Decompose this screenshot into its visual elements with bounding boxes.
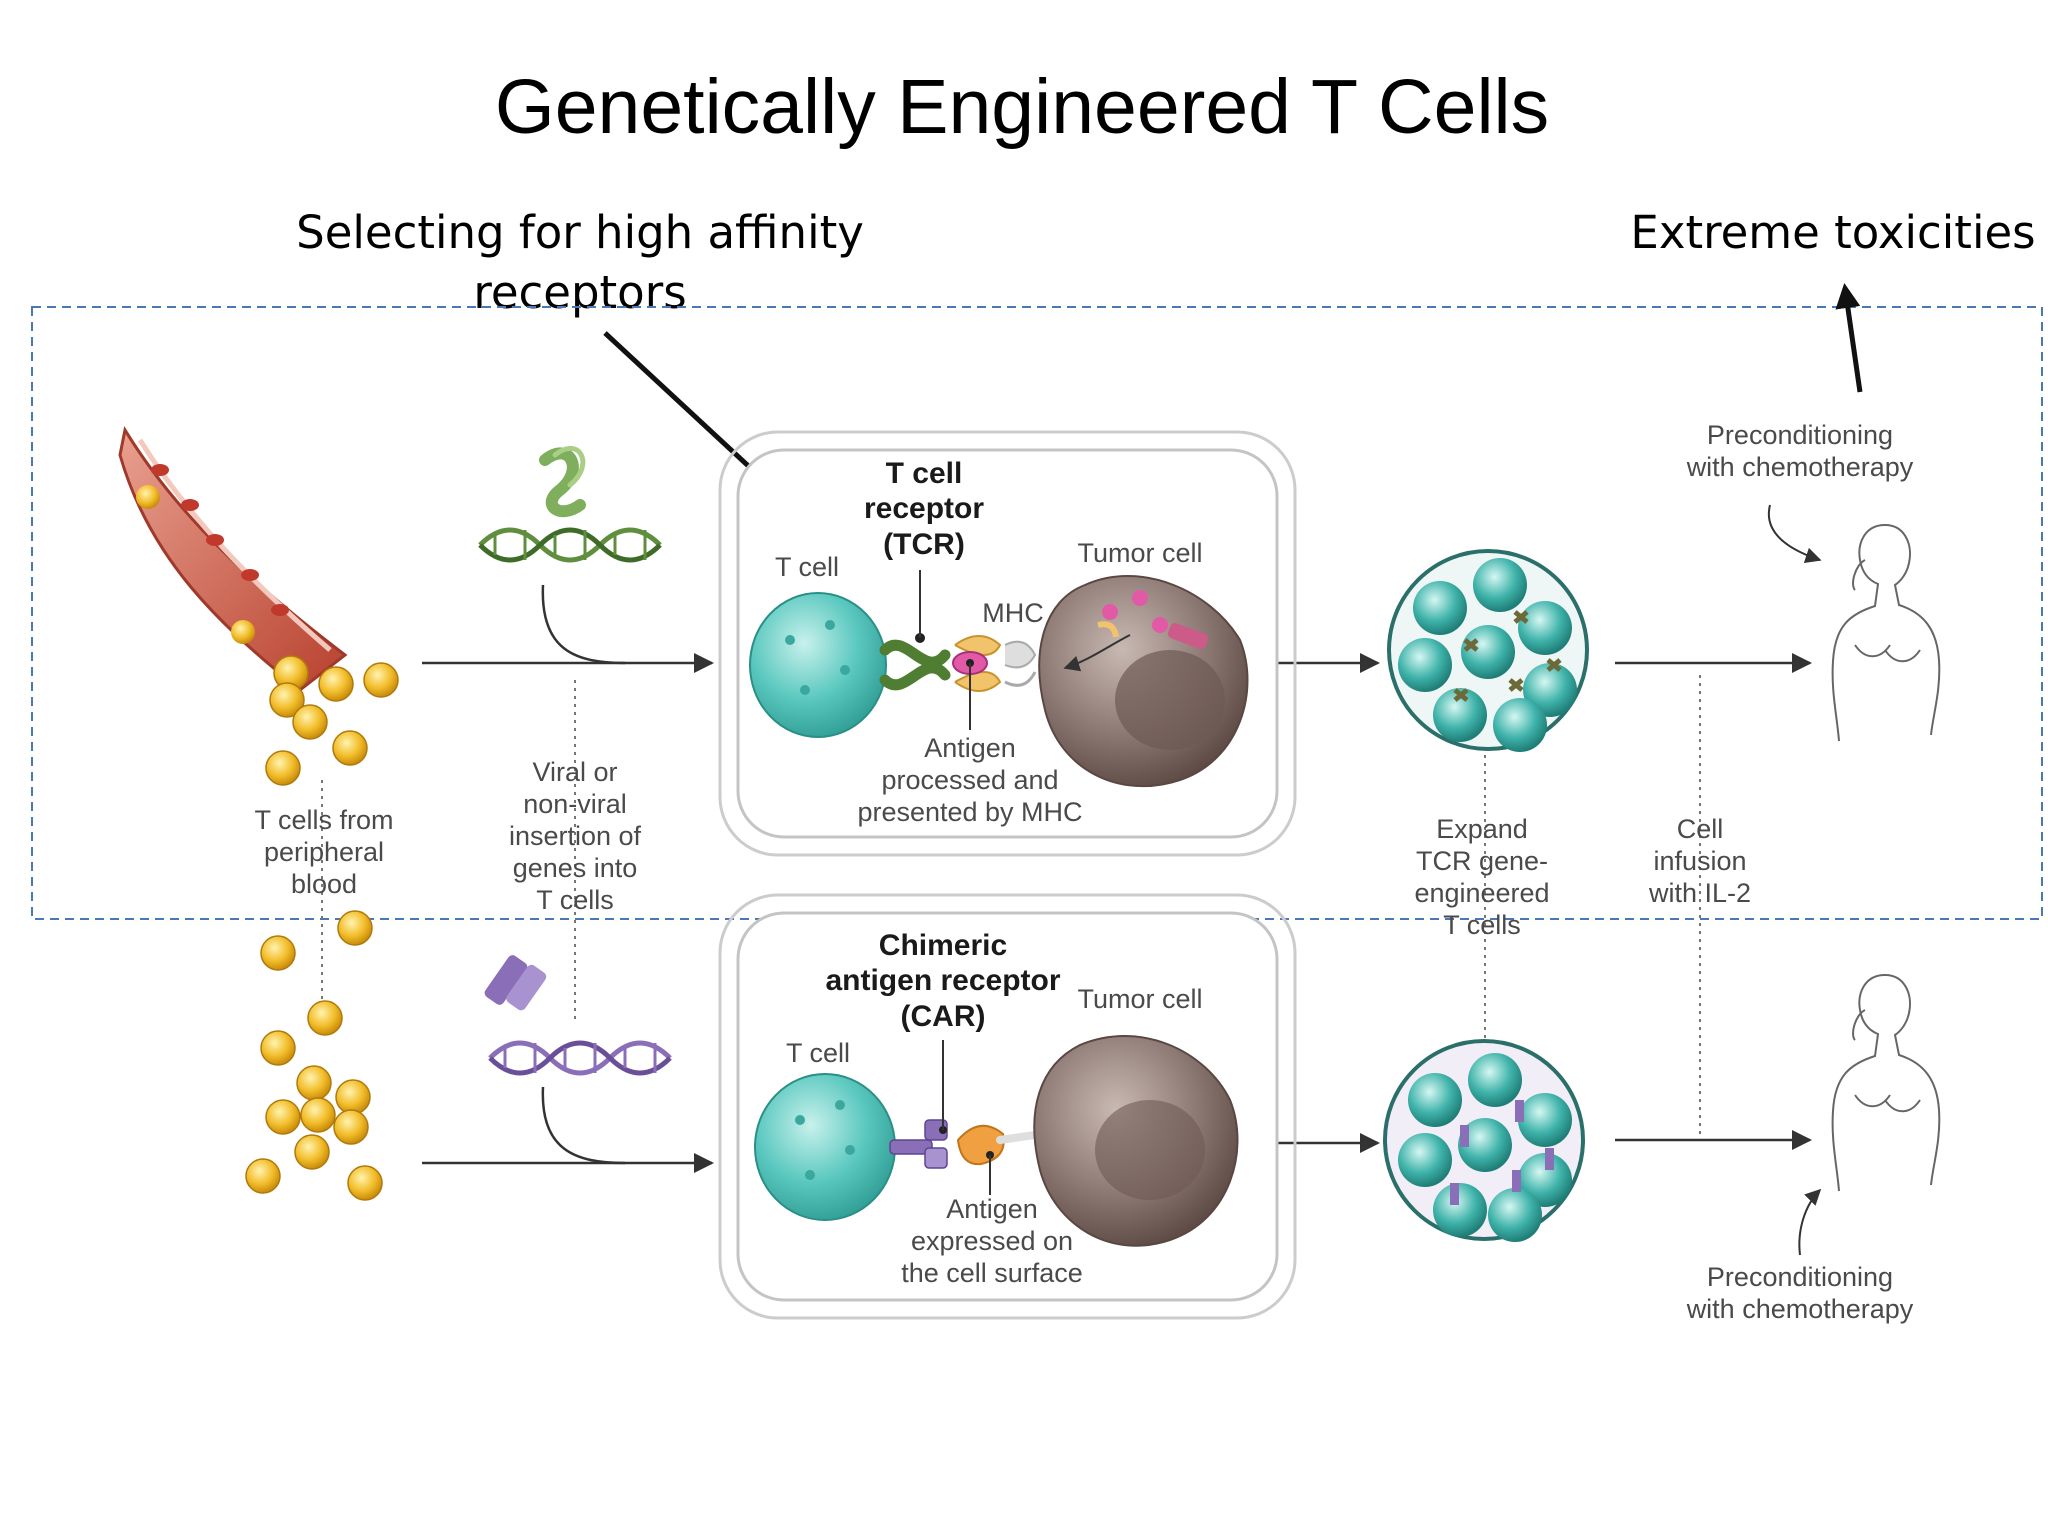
precond-top-arrow	[1767, 504, 1822, 564]
insertion-label-line1: Viral or	[532, 757, 617, 787]
expanded-tcr-cells	[1387, 549, 1589, 752]
flow-arrows	[422, 584, 1812, 1173]
selecting-annotation-line1: Selecting for high affinity	[296, 206, 864, 259]
tcr-gene-icon	[478, 446, 662, 563]
expand-label-line3: engineered	[1414, 878, 1549, 908]
precond-top-line2: with chemotherapy	[1686, 452, 1914, 482]
tcr-antigen-label-line3: presented by MHC	[857, 797, 1082, 827]
expand-label-line2: TCR gene-	[1416, 846, 1548, 876]
car-tumor-label: Tumor cell	[1077, 984, 1202, 1014]
tcr-title-line2: receptor	[864, 492, 984, 525]
car-antigen-label-line2: expressed on	[911, 1226, 1073, 1256]
mhc-shape	[952, 635, 1037, 730]
patient-top	[1831, 524, 1941, 742]
car-receptor-shape	[889, 1040, 948, 1169]
car-title-line3: (CAR)	[901, 1000, 986, 1033]
blood-vessel	[118, 425, 348, 692]
car-gene-icon	[484, 955, 672, 1076]
selecting-annotation-line2: receptors	[473, 266, 686, 319]
expanded-car-cells	[1383, 1039, 1585, 1242]
insertion-label-line2: non-viral	[523, 789, 627, 819]
car-antigen-label-line3: the cell surface	[901, 1258, 1083, 1288]
car-t-cell-label: T cell	[786, 1038, 850, 1068]
insertion-label-line5: T cells	[536, 885, 614, 915]
tcr-tumor-label: Tumor cell	[1077, 538, 1202, 568]
mhc-label: MHC	[982, 598, 1044, 628]
insertion-label-line3: insertion of	[509, 821, 642, 851]
car-antigen-label-line1: Antigen	[946, 1194, 1038, 1224]
tcr-antigen-label-line1: Antigen	[924, 733, 1016, 763]
t-cells-top	[265, 655, 399, 786]
tcr-t-cell-label: T cell	[775, 552, 839, 582]
toxicities-arrow	[1835, 283, 1863, 393]
blood-label-line1: T cells from	[254, 805, 393, 835]
tcr-t-cell	[749, 592, 887, 738]
t-cells-bottom	[245, 910, 383, 1201]
precond-bottom-arrow	[1798, 1188, 1822, 1256]
tcr-title-line1: T cell	[886, 457, 963, 490]
precond-top-line1: Preconditioning	[1707, 420, 1893, 450]
car-title-line2: antigen receptor	[825, 964, 1060, 997]
infusion-label-line3: with IL-2	[1648, 878, 1751, 908]
tcr-highlight-box	[31, 306, 2043, 920]
precond-bottom-line1: Preconditioning	[1707, 1262, 1893, 1292]
slide-title: Genetically Engineered T Cells	[495, 64, 1549, 150]
patient-bottom	[1831, 974, 1941, 1192]
tcr-tumor-cell	[1038, 575, 1249, 788]
tcr-title-line3: (TCR)	[883, 528, 965, 561]
car-t-cell	[754, 1073, 896, 1221]
toxicities-annotation: Extreme toxicities	[1630, 206, 2035, 259]
car-tumor-cell	[1033, 1035, 1239, 1247]
insertion-label-line4: genes into	[513, 853, 638, 883]
tcr-receptor-shape	[879, 570, 951, 691]
infusion-label-line2: infusion	[1653, 846, 1746, 876]
car-title-line1: Chimeric	[879, 929, 1007, 962]
blood-label-line3: blood	[291, 869, 357, 899]
blood-label-line2: peripheral	[264, 837, 384, 867]
expand-label-line1: Expand	[1436, 814, 1528, 844]
tcr-antigen-label-line2: processed and	[881, 765, 1058, 795]
precond-bottom-line2: with chemotherapy	[1686, 1294, 1914, 1324]
expand-label-line4: T cells	[1443, 910, 1521, 940]
infusion-label-line1: Cell	[1677, 814, 1724, 844]
